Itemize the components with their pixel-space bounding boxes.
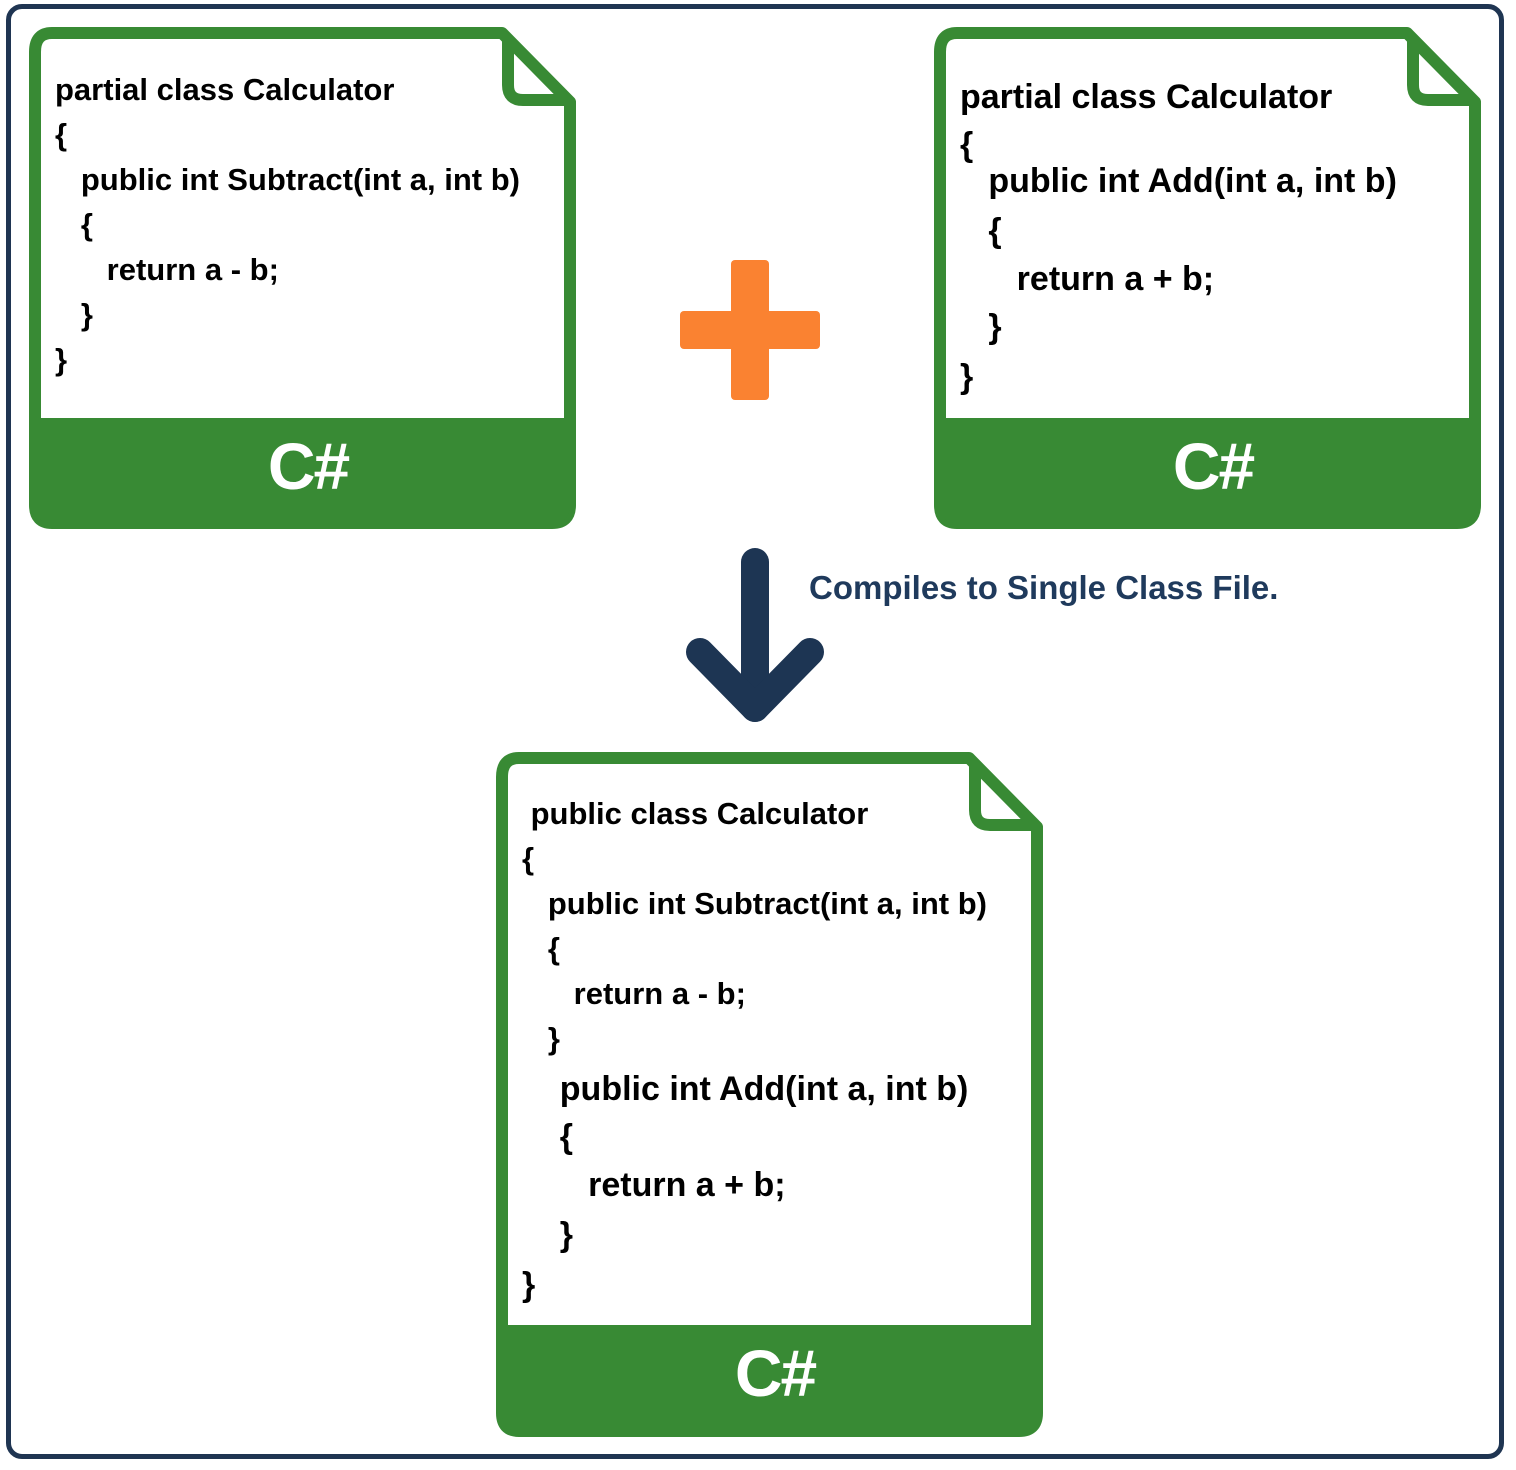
code-line: partial class Calculator (55, 72, 395, 107)
code-block-result: public class Calculator { public int Sub… (522, 796, 1022, 1316)
code-line: } (522, 1216, 574, 1254)
code-line: { (55, 207, 93, 242)
code-line: } (55, 342, 68, 377)
code-line: { (960, 212, 1002, 250)
csharp-file-right: C# (934, 27, 1481, 529)
csharp-file-result: C# (496, 752, 1043, 1437)
plus-icon (680, 260, 820, 400)
code-line: partial class Calculator (960, 78, 1333, 116)
code-line: { (960, 126, 974, 164)
compile-caption: Compiles to Single Class File. (809, 569, 1279, 606)
code-line: } (55, 297, 93, 332)
code-line: return a - b; (55, 252, 279, 287)
code-line: } (960, 358, 974, 396)
code-block-left: partial class Calculator { public int Su… (55, 72, 555, 392)
code-line: } (522, 1266, 536, 1304)
plus-vertical-bar (731, 260, 769, 400)
code-line: } (960, 308, 1002, 346)
code-line: return a - b; (522, 976, 746, 1011)
code-line: { (522, 931, 560, 966)
file-language-label: C# (267, 429, 350, 503)
arrow-down-icon (686, 548, 824, 722)
code-line: { (55, 117, 68, 152)
csharp-file-left: C# (29, 27, 576, 529)
code-line: public int Add(int a, int b) (960, 162, 1397, 200)
code-line: public int Subtract(int a, int b) (55, 162, 520, 197)
file-language-label: C# (734, 1336, 817, 1410)
code-block-right: partial class Calculator { public int Ad… (960, 78, 1460, 408)
code-line: { (522, 841, 535, 876)
code-line: public int Subtract(int a, int b) (522, 886, 987, 921)
csharp-file-icon (934, 27, 1481, 529)
file-language-label: C# (1172, 429, 1255, 503)
csharp-file-icon (29, 27, 576, 529)
code-line: return a + b; (522, 1166, 786, 1204)
csharp-file-icon (496, 752, 1043, 1437)
code-line: public class Calculator (522, 796, 869, 831)
code-line: public int Add(int a, int b) (522, 1070, 969, 1108)
code-line: } (522, 1021, 560, 1056)
code-line: return a + b; (960, 260, 1215, 298)
code-line: { (522, 1118, 574, 1156)
